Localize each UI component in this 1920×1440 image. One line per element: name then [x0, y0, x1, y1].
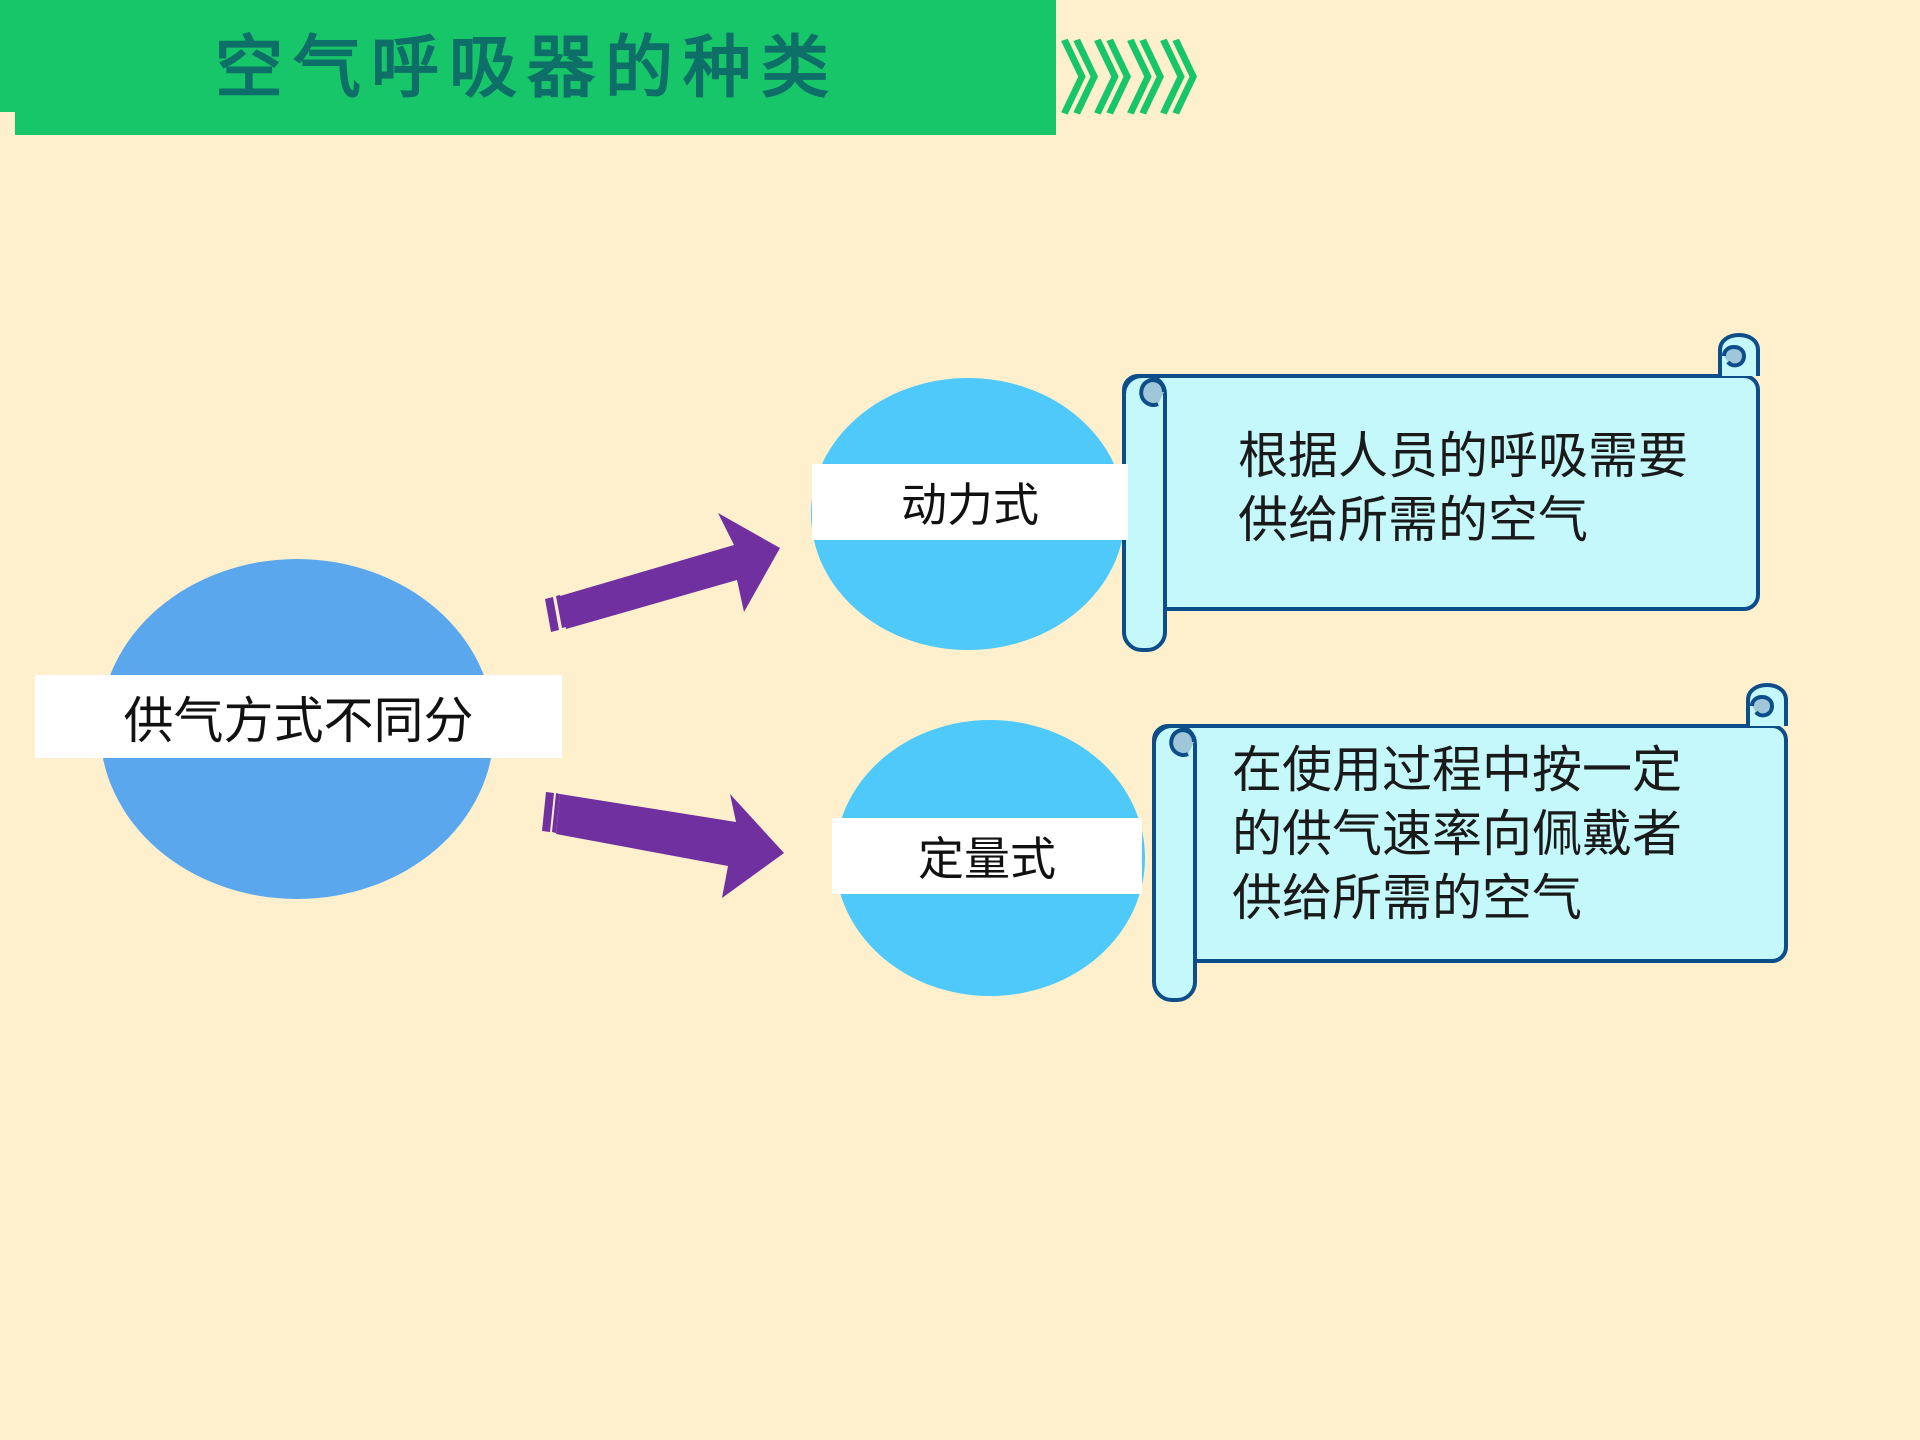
- power-description-line: 根据人员的呼吸需要: [1238, 427, 1688, 485]
- fixed-type-label: 定量式: [832, 818, 1142, 894]
- power-description: 根据人员的呼吸需要 供给所需的空气: [1238, 424, 1688, 552]
- root-label: 供气方式不同分: [35, 675, 562, 758]
- power-type-label: 动力式: [812, 464, 1128, 540]
- chevron-decoration-icon: 》》》》: [1060, 35, 1237, 125]
- title-bar-tab: [0, 0, 18, 112]
- fixed-description-line: 供给所需的空气: [1232, 869, 1582, 927]
- page-title: 空气呼吸器的种类: [215, 28, 840, 108]
- fixed-description-line: 在使用过程中按一定: [1232, 741, 1682, 799]
- arrow-to-fixed-icon: [542, 792, 784, 898]
- power-description-line: 供给所需的空气: [1238, 491, 1588, 549]
- fixed-description-line: 的供气速率向佩戴者: [1232, 805, 1682, 863]
- fixed-description: 在使用过程中按一定 的供气速率向佩戴者 供给所需的空气: [1232, 738, 1682, 930]
- fixed-description-scroll: [1152, 683, 1788, 1002]
- power-description-scroll: [1122, 333, 1760, 652]
- title-bar: [15, 0, 1056, 135]
- arrow-to-power-icon: [545, 513, 780, 632]
